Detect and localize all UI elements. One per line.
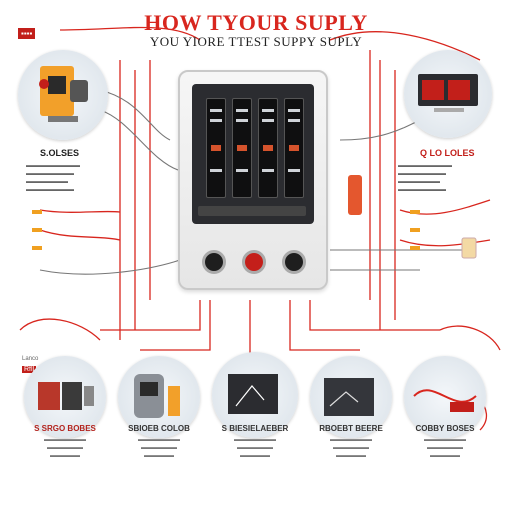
page-title: HOW TYOUR SUPLY	[144, 10, 368, 35]
tester-illustration-circle	[18, 50, 108, 140]
display-illustration-circle	[404, 50, 492, 138]
breaker-slot	[258, 98, 278, 198]
step-5-fine-text: ▬▬▬▬▬▬▬▬▬▬▬▬▬▬▬▬▬▬	[424, 437, 466, 459]
breaker-panel	[192, 84, 314, 224]
red-knob[interactable]	[242, 250, 266, 274]
left-section-heading: S.OLSES	[40, 148, 80, 158]
step-5-caption: COBBY BOSES	[415, 424, 475, 433]
step-3-fine-text: ▬▬▬▬▬▬▬▬▬▬▬▬▬▬▬▬▬▬	[234, 437, 276, 459]
black-knob-right[interactable]	[282, 250, 306, 274]
step-3-caption: S BIESIELAEBER	[221, 424, 289, 433]
tester-icon	[39, 66, 88, 122]
step-2-fine-text: ▬▬▬▬▬▬▬▬▬▬▬▬▬▬▬▬▬▬	[138, 437, 180, 459]
side-tag-badge: Rfll	[22, 366, 37, 373]
terminal-rail	[198, 206, 306, 216]
step-2-caption: SBIOEB COLOB	[128, 424, 190, 433]
multimeter-icon	[134, 374, 180, 418]
breaker-slot	[284, 98, 304, 198]
cable-icon	[413, 389, 477, 412]
meter-panel-icon	[228, 374, 278, 414]
power-supply-device	[178, 70, 328, 290]
step-1-circle	[24, 356, 106, 438]
step-4-fine-text: ▬▬▬▬▬▬▬▬▬▬▬▬▬▬▬▬▬▬	[330, 437, 372, 459]
page-subtitle: YOU YIORE TTEST SUPPY SUPLY	[149, 34, 363, 49]
step-2-circle	[118, 356, 200, 438]
brand-logo: ▪▪▪▪	[18, 28, 36, 39]
breaker-slot	[232, 98, 252, 198]
probe-panel-icon	[324, 378, 374, 416]
left-fine-text: ▬▬▬▬▬▬▬▬▬▬▬▬▬▬▬▬▬▬▬▬▬▬▬▬▬▬▬▬▬▬▬▬	[26, 163, 80, 193]
display-icon	[418, 74, 478, 112]
step-3-circle	[212, 352, 298, 438]
step-4-caption: RBOEBT BEERE	[319, 424, 383, 433]
breaker-slot	[206, 98, 226, 198]
step-4-circle	[310, 356, 392, 438]
step-5-circle	[404, 356, 486, 438]
step-1-fine-text: ▬▬▬▬▬▬▬▬▬▬▬▬▬▬▬▬▬▬	[44, 437, 86, 459]
side-tag: Lanco	[22, 356, 39, 362]
step-1-caption: S SRGO BOBES	[34, 424, 96, 433]
right-fine-text: ▬▬▬▬▬▬▬▬▬▬▬▬▬▬▬▬▬▬▬▬▬▬▬▬▬▬▬▬▬▬▬▬	[398, 163, 452, 193]
black-knob-left[interactable]	[202, 250, 226, 274]
breaker-unit-icon	[38, 382, 94, 410]
right-section-heading: Q LO LOLES	[420, 148, 475, 158]
